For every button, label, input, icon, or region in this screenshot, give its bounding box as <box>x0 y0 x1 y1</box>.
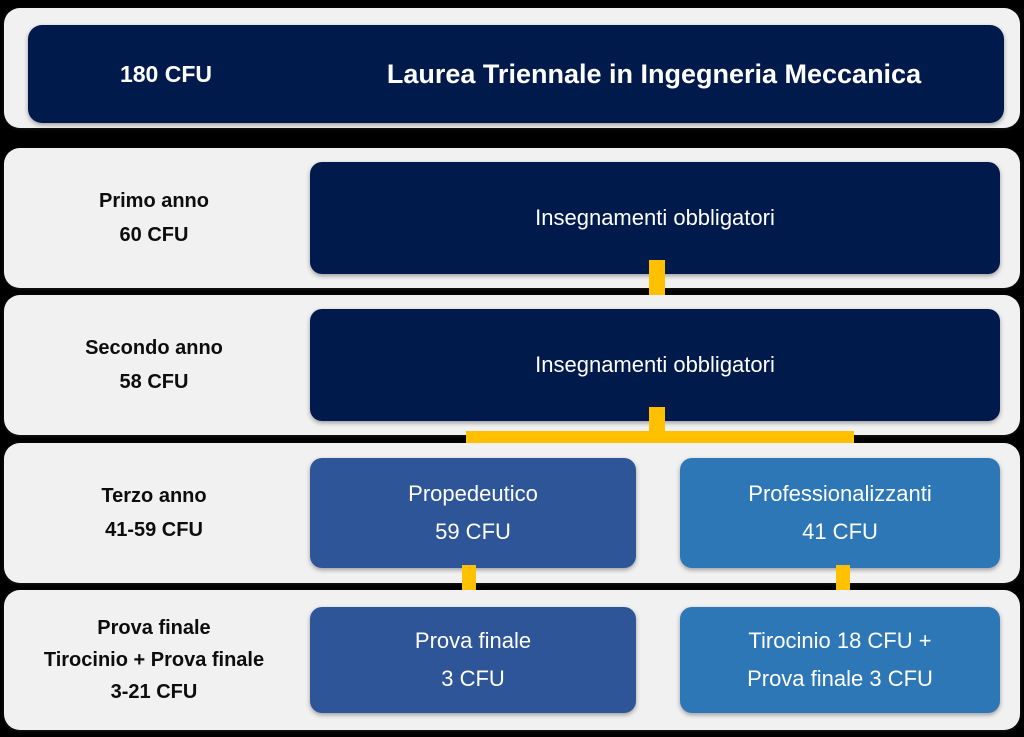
row-label-line: Terzo anno <box>101 485 207 507</box>
box-line: Prova finale <box>414 627 532 653</box>
box-line: Tirocinio 18 CFU + <box>748 627 932 653</box>
box-line: 59 CFU <box>435 519 511 544</box>
header-box: 180 CFU Laurea Triennale in Ingegneria M… <box>28 25 1004 123</box>
box-professionalizzanti[interactable]: Professionalizzanti 41 CFU <box>680 458 1000 568</box>
box-line: Insegnamenti obbligatori <box>535 351 775 377</box>
row-card-primo-anno: Primo anno 60 CFU Insegnamenti obbligato… <box>4 148 1020 288</box>
row-label-line: Primo anno <box>98 190 209 212</box>
box-propedeutico[interactable]: Propedeutico 59 CFU <box>310 458 636 568</box>
box-prova-finale[interactable]: Prova finale 3 CFU <box>310 607 636 713</box>
row-card-prova-finale: Prova finale Tirocinio + Prova finale 3-… <box>4 590 1020 730</box>
row-label-line: 3-21 CFU <box>110 681 198 703</box>
box-line: 3 CFU <box>441 666 505 691</box>
row-label-secondo-anno: Secondo anno 58 CFU <box>4 295 304 435</box>
box-tirocinio-prova-finale[interactable]: Tirocinio 18 CFU + Prova finale 3 CFU <box>680 607 1000 713</box>
row-label-prova-finale: Prova finale Tirocinio + Prova finale 3-… <box>4 590 304 730</box>
row-label-line: Tirocinio + Prova finale <box>43 649 265 671</box>
header-total-cfu: 180 CFU <box>119 60 213 87</box>
row-label-line: Prova finale <box>97 617 211 639</box>
row-label-primo-anno: Primo anno 60 CFU <box>4 148 304 288</box>
box-line: Propedeutico <box>408 480 538 506</box>
box-insegnamenti-obbligatori-primo-anno[interactable]: Insegnamenti obbligatori <box>310 162 1000 274</box>
row-card-terzo-anno: Terzo anno 41-59 CFU Propedeutico 59 CFU… <box>4 443 1020 583</box>
box-line: Professionalizzanti <box>748 480 932 506</box>
page-title: Laurea Triennale in Ingegneria Meccanica <box>386 58 922 89</box>
row-label-terzo-anno: Terzo anno 41-59 CFU <box>4 443 304 583</box>
row-label-line: 41-59 CFU <box>105 519 203 541</box>
row-label-line: 60 CFU <box>119 224 189 246</box>
box-line: 41 CFU <box>802 519 878 544</box>
row-card-secondo-anno: Secondo anno 58 CFU Insegnamenti obbliga… <box>4 295 1020 435</box>
box-line: Prova finale 3 CFU <box>747 666 933 691</box>
row-label-line: 58 CFU <box>119 371 189 393</box>
box-insegnamenti-obbligatori-secondo-anno[interactable]: Insegnamenti obbligatori <box>310 309 1000 421</box>
row-label-line: Secondo anno <box>85 337 223 359</box>
header-row-card: 180 CFU Laurea Triennale in Ingegneria M… <box>4 8 1020 128</box>
connector-secondo-horizontal-bar <box>466 431 854 446</box>
box-line: Insegnamenti obbligatori <box>535 204 775 230</box>
